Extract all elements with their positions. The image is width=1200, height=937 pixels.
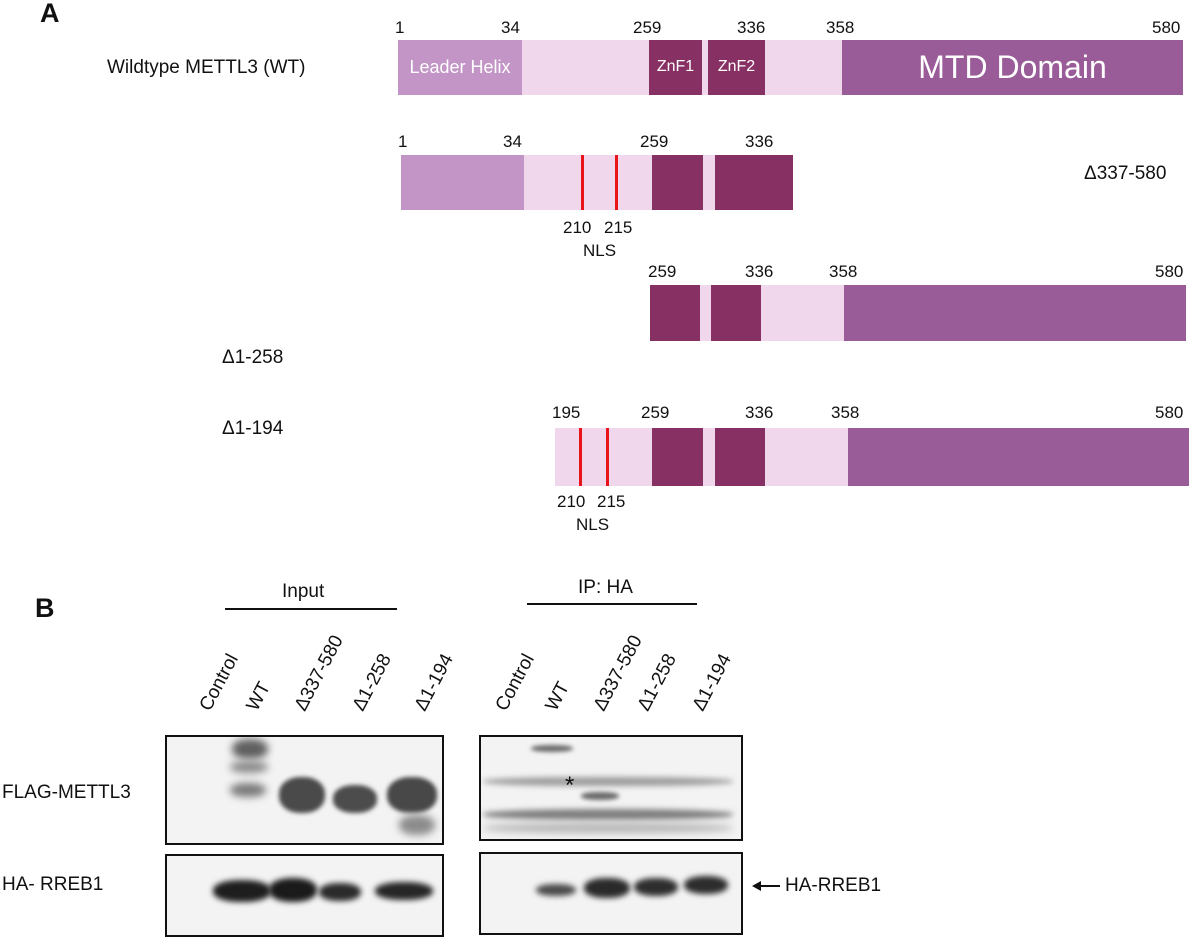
arrow-label-ha-rreb1: HA-RREB1 — [785, 875, 882, 896]
c258-znf1 — [650, 285, 700, 341]
c337-tick-1: 1 — [398, 132, 408, 151]
c194-tick-336: 336 — [745, 403, 774, 422]
ip-lane-wt: WT — [541, 678, 574, 715]
arrow-left-icon — [752, 881, 780, 891]
c337-znf1 — [652, 155, 703, 210]
input-lane-d258: Δ1-258 — [348, 650, 396, 715]
wt-znf2 — [708, 40, 765, 95]
c194-tick-195: 195 — [552, 403, 581, 422]
c194-znf2 — [715, 428, 765, 486]
ip-flag-blot — [479, 735, 743, 841]
c258-label: Δ1-258 — [222, 347, 284, 368]
c337-tick-34: 34 — [503, 132, 522, 151]
input-lane-control: Control — [195, 650, 243, 715]
panel-a-letter: A — [40, 0, 60, 28]
c194-label: Δ1-194 — [222, 418, 284, 439]
ip-header: IP: HA — [578, 577, 633, 598]
c337-label: Δ337-580 — [1084, 163, 1167, 184]
c337-znf2 — [715, 155, 793, 210]
c194-tick-358: 358 — [831, 403, 860, 422]
nonspecific-asterisk: * — [565, 772, 575, 799]
ip-lane-d194: Δ1-194 — [688, 650, 736, 715]
input-lane-d194: Δ1-194 — [410, 650, 458, 715]
input-ha-blot — [165, 854, 444, 937]
c194-nls-215: 215 — [597, 492, 626, 511]
znf1-label: ZnF1 — [656, 58, 695, 76]
row-label-flag-mettl3: FLAG-METTL3 — [2, 782, 131, 803]
ip-ha-blot — [479, 852, 743, 935]
c337-tick-259: 259 — [640, 132, 669, 151]
c194-znf1 — [652, 428, 703, 486]
input-header: Input — [282, 581, 325, 602]
c194-mtd-domain — [848, 428, 1189, 486]
c194-tick-259: 259 — [641, 403, 670, 422]
wt-znf1 — [649, 40, 702, 95]
input-flag-blot — [165, 735, 444, 845]
wt-leader-helix — [398, 40, 522, 95]
c337-nls-label: NLS — [583, 241, 617, 260]
wt-tick-34: 34 — [501, 18, 520, 37]
wt-tick-259: 259 — [633, 18, 662, 37]
c194-nls-label: NLS — [576, 515, 610, 534]
c258-tick-358: 358 — [829, 262, 858, 281]
ip-lane-control: Control — [491, 650, 539, 715]
c337-leader-helix — [401, 155, 524, 210]
wt-tick-580: 580 — [1152, 18, 1181, 37]
c258-tick-336: 336 — [745, 262, 774, 281]
c194-nls-210: 210 — [557, 492, 586, 511]
c258-mtd-domain — [844, 285, 1186, 341]
row-label-ha-rreb1: HA- RREB1 — [2, 874, 104, 895]
wt-label: Wildtype METTL3 (WT) — [107, 57, 306, 78]
input-header-line — [225, 608, 397, 610]
c337-tick-336: 336 — [745, 132, 774, 151]
c194-nls-marker-210 — [579, 428, 582, 486]
c337-nls-marker-210 — [581, 155, 584, 210]
c258-tick-580: 580 — [1155, 262, 1184, 281]
mtd-domain-label: MTD Domain — [918, 49, 1107, 86]
input-lane-wt: WT — [242, 678, 275, 715]
panel-b-letter: B — [35, 593, 55, 623]
ip-header-line — [527, 603, 697, 605]
c194-nls-marker-215 — [606, 428, 609, 486]
ip-lane-d258: Δ1-258 — [633, 650, 681, 715]
wt-tick-1: 1 — [395, 18, 405, 37]
c337-nls-marker-215 — [615, 155, 618, 210]
znf2-label: ZnF2 — [717, 58, 756, 76]
c258-znf2 — [711, 285, 761, 341]
c194-tick-580: 580 — [1155, 403, 1184, 422]
wt-tick-358: 358 — [826, 18, 855, 37]
c258-tick-259: 259 — [648, 262, 677, 281]
leader-helix-label: Leader Helix — [409, 57, 511, 78]
c337-nls-210: 210 — [563, 218, 592, 237]
c337-nls-215: 215 — [604, 218, 633, 237]
wt-mtd-domain — [842, 40, 1183, 95]
wt-tick-336: 336 — [737, 18, 766, 37]
input-lane-d337: Δ337-580 — [290, 631, 348, 715]
